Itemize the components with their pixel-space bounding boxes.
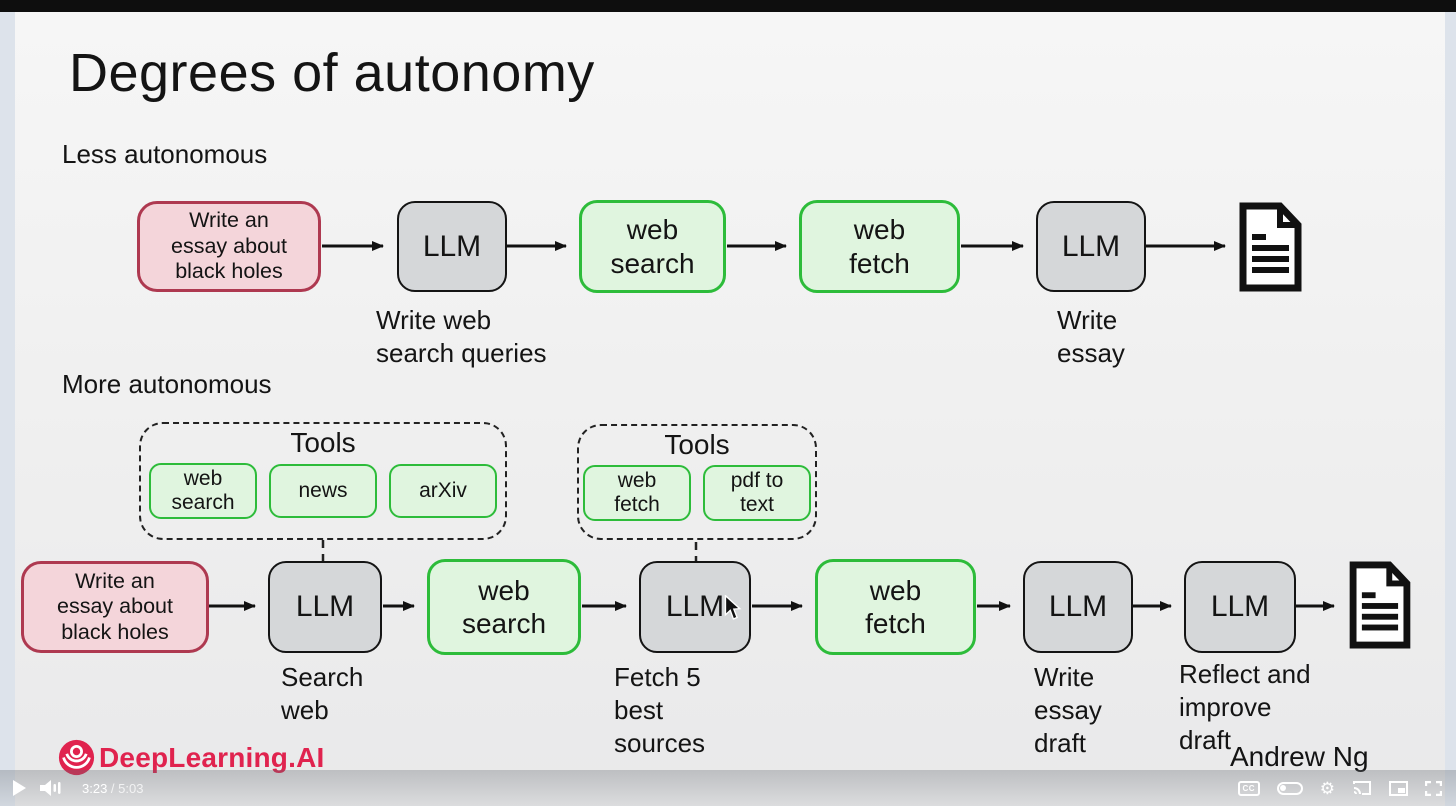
web-fetch-node: web fetch — [815, 559, 976, 655]
tools-group-title: Tools — [664, 429, 730, 460]
deeplearning-ai-logo: DeepLearning.AI — [58, 739, 324, 776]
llm-node: LLM — [1023, 561, 1133, 653]
llm-caption: Write web search queries — [376, 305, 547, 369]
mouse-cursor — [724, 595, 742, 620]
tools-group-search: Tools web search news arXiv — [139, 422, 507, 540]
volume-icon[interactable] — [40, 780, 62, 796]
video-slide: Degrees of autonomy Less autonomous More… — [15, 12, 1445, 806]
llm-node: LLM — [639, 561, 751, 653]
tool-chip-news: news — [269, 463, 377, 518]
llm-caption: Write essay — [1057, 305, 1125, 369]
prompt-node: Write an essay about black holes — [21, 561, 209, 653]
play-icon[interactable] — [12, 780, 26, 796]
video-control-bar: 3:23 / 5:03 CC ⚙ — [0, 770, 1456, 806]
miniplayer-icon[interactable] — [1389, 780, 1408, 796]
time-separator: / — [107, 780, 119, 796]
page-margin-right — [1445, 12, 1456, 806]
fullscreen-icon[interactable] — [1425, 780, 1442, 796]
document-icon — [1239, 202, 1302, 292]
document-icon — [1349, 561, 1411, 649]
prompt-node: Write an essay about black holes — [137, 201, 321, 292]
tool-chip-web-search: web search — [149, 462, 257, 520]
author-name: Andrew Ng — [1230, 741, 1369, 772]
more-autonomous-label: More autonomous — [62, 369, 272, 399]
llm-caption: Fetch 5 best sources — [614, 662, 706, 759]
tool-chip-pdf-to-text: pdf to text — [703, 464, 811, 522]
cc-icon[interactable]: CC — [1237, 780, 1260, 796]
web-search-node: web search — [427, 559, 581, 655]
cast-icon[interactable] — [1352, 780, 1372, 796]
time-duration: 5:03 — [118, 780, 144, 796]
tool-chip-arxiv: arXiv — [389, 463, 497, 518]
page-margin-left — [0, 12, 15, 806]
llm-node: LLM — [268, 561, 382, 653]
web-search-node: web search — [579, 200, 726, 293]
llm-node: LLM — [1036, 201, 1146, 292]
deeplearning-logo-icon — [58, 739, 95, 776]
llm-caption: Search web — [281, 662, 364, 726]
browser-top-bar — [0, 0, 1456, 12]
time-display: 3:23 / 5:03 — [82, 781, 143, 796]
web-fetch-node: web fetch — [799, 200, 960, 293]
autoplay-toggle-icon[interactable] — [1276, 781, 1303, 795]
tool-chip-web-fetch: web fetch — [583, 464, 691, 522]
slide-title: Degrees of autonomy — [69, 43, 595, 103]
tools-group-title: Tools — [290, 427, 356, 458]
less-autonomous-label: Less autonomous — [62, 139, 268, 169]
llm-node: LLM — [1184, 561, 1296, 653]
llm-node: LLM — [397, 201, 507, 292]
brand-text: DeepLearning.AI — [99, 741, 325, 773]
tools-group-fetch: Tools web fetch pdf to text — [577, 424, 817, 540]
settings-gear-icon[interactable]: ⚙ — [1319, 778, 1335, 798]
llm-caption: Reflect and improve draft — [1179, 659, 1311, 756]
time-current: 3:23 — [82, 780, 108, 796]
llm-caption: Write essay draft — [1034, 662, 1102, 759]
